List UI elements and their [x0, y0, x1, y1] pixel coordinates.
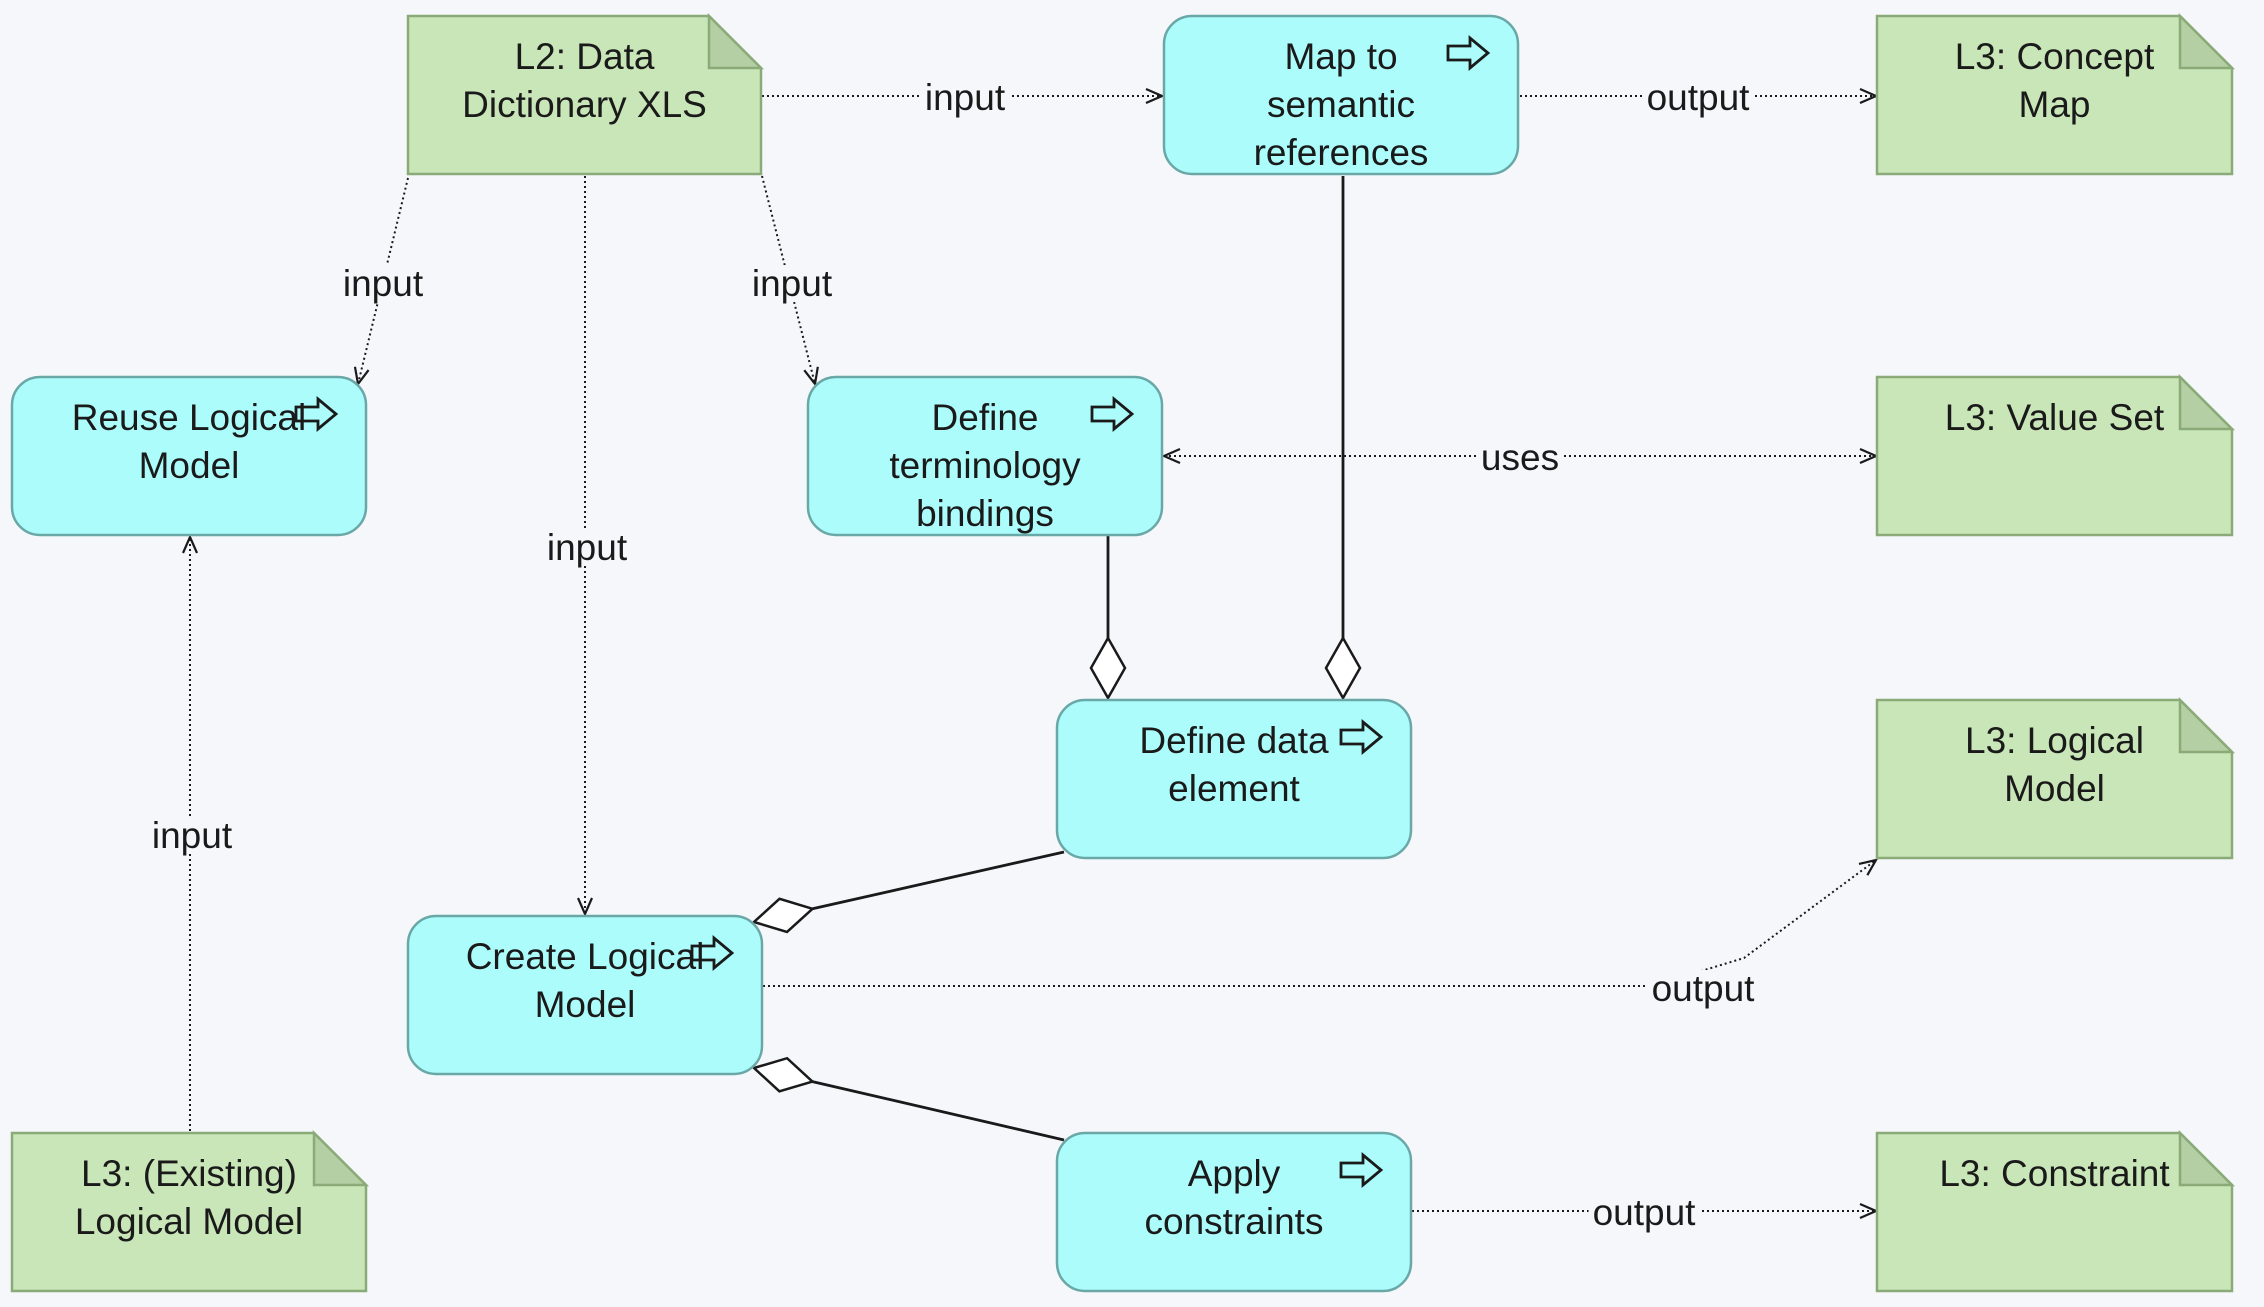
- edge-label-background: [338, 265, 428, 302]
- process-shape: [10, 375, 368, 537]
- aggregation-data-element-to-create[interactable]: [751, 850, 1065, 934]
- aggregation-map-to-data-element[interactable]: [1324, 176, 1362, 701]
- process-arrow-icon: [1339, 719, 1384, 755]
- edge-line: [761, 175, 815, 384]
- process-reuse-logical-model-label-line: Reuse Logical: [72, 397, 306, 438]
- process-shape: [806, 375, 1164, 537]
- artifact-l3-existing-logical-model-label-line: Logical Model: [75, 1201, 303, 1242]
- edge-label-dd-to-create: input: [547, 527, 628, 568]
- edge-label-create-to-logical: output: [1652, 968, 1756, 1009]
- artifact-l3-logical-model-label-line: L3: Logical: [1965, 720, 2144, 761]
- edge-label-constraints-to-constraint: output: [1593, 1192, 1697, 1233]
- artifact-shape: [406, 14, 763, 176]
- aggregation-diamond: [1324, 635, 1362, 701]
- process-arrow-icon: [1339, 1152, 1384, 1188]
- artifact-shape: [1875, 698, 2234, 860]
- process-apply-constraints-label-line: constraints: [1145, 1201, 1324, 1242]
- process-define-data-element-label-line: element: [1168, 768, 1300, 809]
- edge-label-background: [1588, 1194, 1701, 1231]
- aggregation-terminology-to-data-element[interactable]: [1089, 536, 1127, 701]
- aggregation-line: [812, 850, 1065, 911]
- aggregation-diamond: [1089, 635, 1127, 701]
- process-reuse-logical-model-label-line: Model: [139, 445, 240, 486]
- process-arrow-icon: [1446, 35, 1491, 71]
- edge-label-background: [1647, 970, 1760, 1007]
- artifact-l3-existing-logical-model-label-line: L3: (Existing): [81, 1153, 297, 1194]
- process-arrow-icon: [690, 935, 735, 971]
- process-create-logical-model-label-line: Create Logical: [466, 936, 705, 977]
- edge-dd-to-terminology[interactable]: [761, 175, 815, 384]
- artifact-l3-value-set-label-line: L3: Value Set: [1945, 397, 2165, 438]
- aggregation-diamond: [751, 897, 815, 934]
- process-define-terminology-bindings-label-line: Define: [932, 397, 1039, 438]
- process-apply-constraints-label-line: Apply: [1188, 1153, 1281, 1194]
- artifact-fold-corner: [312, 1129, 370, 1187]
- artifact-l3-concept-map-label-line: Map: [2019, 84, 2091, 125]
- edge-label-background: [747, 265, 837, 302]
- artifact-l3-constraint[interactable]: L3: Constraint: [1875, 1129, 2236, 1293]
- process-shape: [1055, 1131, 1413, 1293]
- artifact-l3-concept-map-label-line: L3: Concept: [1955, 36, 2155, 77]
- edge-label-background: [1642, 79, 1755, 116]
- process-arrow-icon: [294, 396, 339, 432]
- edge-label-background: [920, 79, 1010, 116]
- process-define-terminology-bindings-label-line: bindings: [916, 493, 1054, 534]
- edge-label-map-to-concept: output: [1647, 77, 1751, 118]
- process-arrow-icon: [1090, 396, 1135, 432]
- process-define-data-element[interactable]: Define data element: [1055, 698, 1413, 860]
- edge-arrowhead-start: [1161, 447, 1181, 465]
- artifact-fold-corner: [2178, 696, 2236, 754]
- process-shape: [1055, 698, 1413, 860]
- process-define-terminology-bindings[interactable]: Define terminology bindings: [806, 375, 1164, 537]
- edge-label-existing-to-reuse: input: [152, 815, 233, 856]
- edge-label-background: [542, 529, 632, 566]
- process-apply-constraints[interactable]: Apply constraints: [1055, 1131, 1413, 1293]
- artifact-fold-corner: [707, 12, 765, 70]
- artifact-l2-data-dictionary-label-line: L2: Data: [515, 36, 655, 77]
- artifact-l2-data-dictionary-label-line: Dictionary XLS: [462, 84, 707, 125]
- process-shape: [406, 914, 764, 1076]
- artifact-shape: [1875, 14, 2234, 176]
- aggregation-diamond: [751, 1056, 815, 1093]
- artifact-shape: [10, 1131, 368, 1293]
- artifact-shape: [1875, 1131, 2234, 1293]
- artifact-l3-constraint-label-line: L3: Constraint: [1939, 1153, 2170, 1194]
- artifact-fold-corner: [2178, 1129, 2236, 1187]
- edge-label-background: [147, 817, 237, 854]
- artifact-l3-logical-model-label-line: Model: [2004, 768, 2105, 809]
- edge-label-background: [1476, 439, 1564, 476]
- artifact-l3-existing-logical-model[interactable]: L3: (Existing) Logical Model: [10, 1129, 370, 1293]
- artifact-fold-corner: [2178, 373, 2236, 431]
- process-define-data-element-label-line: Define data: [1139, 720, 1329, 761]
- process-map-semantic-references-label-line: Map to: [1284, 36, 1397, 77]
- process-map-semantic-references[interactable]: Map to semantic references: [1162, 14, 1520, 176]
- edge-label-dd-to-reuse: input: [343, 263, 424, 304]
- process-map-semantic-references-label-line: references: [1254, 132, 1429, 173]
- process-create-logical-model-label-line: Model: [535, 984, 636, 1025]
- aggregation-line: [812, 1080, 1065, 1142]
- edge-label-terminology-uses-valueset: uses: [1481, 437, 1559, 478]
- edge-label-dd-to-terminology: input: [752, 263, 833, 304]
- artifact-fold-corner: [2178, 12, 2236, 70]
- process-shape: [1162, 14, 1520, 176]
- artifact-l3-value-set[interactable]: L3: Value Set: [1875, 373, 2236, 537]
- artifact-shape: [1875, 375, 2234, 537]
- process-map-semantic-references-label-line: semantic: [1267, 84, 1415, 125]
- edge-label-dd-to-map: input: [925, 77, 1006, 118]
- process-define-terminology-bindings-label-line: terminology: [889, 445, 1081, 486]
- aggregation-constraints-to-create[interactable]: [751, 1056, 1065, 1142]
